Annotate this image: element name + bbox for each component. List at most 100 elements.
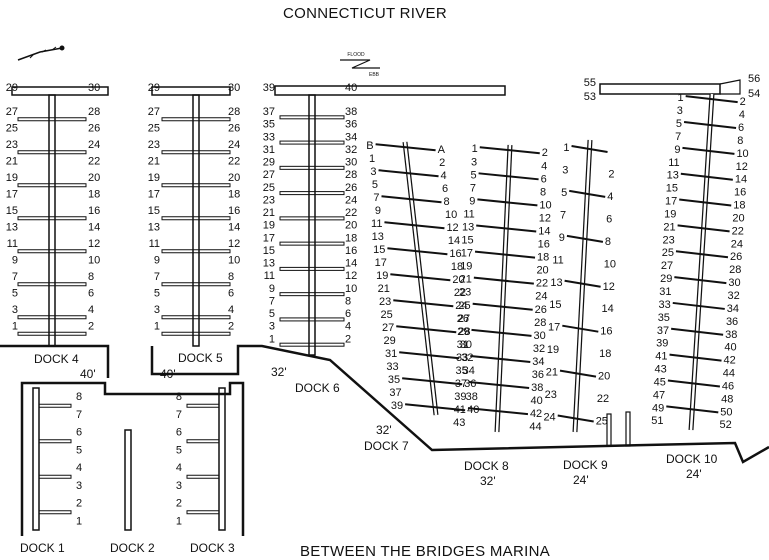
finger-pier [279,266,345,271]
dock6-depth: 32' [271,365,287,379]
finger-pier [17,216,87,221]
slip-number: 9 [154,255,160,267]
slip-number: 20 [536,265,548,277]
slip-number: 8 [737,135,743,147]
slip-number: 46 [722,380,734,392]
finger-pier [393,299,454,308]
finger-pier [674,276,727,285]
slip-number: 14 [228,222,240,234]
slip-number: 11 [149,238,160,250]
slip-number: 6 [442,183,448,195]
dock1-label: DOCK 1 [20,541,65,555]
slip-number: 22 [228,156,240,168]
slip-number: 19 [376,270,388,282]
slip-number: 53 [584,91,596,103]
slip-number: 11 [552,254,563,266]
dock9-stub-2 [625,411,631,447]
finger-pier [375,143,436,152]
slip-number: 47 [653,389,665,401]
finger-pier [399,351,460,360]
dock9-stub-1 [606,413,612,447]
slip-number: 2 [228,321,234,333]
slip-number: 6 [345,308,351,320]
finger-pier [161,315,231,320]
slip-number: 38 [466,391,478,403]
finger-pier [677,224,730,233]
slip-number: 22 [597,393,609,405]
slip-number: 1 [563,142,569,154]
finger-pier [161,282,231,287]
dock10-depth: 24' [686,467,702,481]
slip-number: 7 [373,192,379,204]
dock9-pier-inner [573,139,592,433]
finger-pier [685,95,738,104]
slip-number: 28 [458,326,470,338]
finger-pier [17,117,87,122]
slip-number: 7 [154,271,160,283]
slip-number: 23 [459,287,471,299]
slip-number: 16 [734,187,746,199]
dock9-label: DOCK 9 [563,458,608,472]
slip-number: 4 [541,160,547,172]
slip-number: 20 [452,274,464,286]
slip-number: 34 [463,365,475,377]
slip-number: 22 [454,287,466,299]
slip-number: 2 [542,147,548,159]
slip-number: 1 [12,321,18,333]
finger-pier [161,150,231,155]
slip-number: 19 [664,208,676,220]
slip-number: 4 [441,170,447,182]
finger-pier [669,353,722,362]
slip-number: 9 [12,255,18,267]
slip-number: 24 [731,238,743,250]
finger-pier [396,325,457,334]
slip-number: 13 [263,258,275,270]
slip-number: 5 [154,288,160,300]
slip-number: 15 [461,235,473,247]
slip-number: 31 [385,348,397,360]
slip-number: 8 [176,391,182,403]
slip-number: 1 [154,321,160,333]
slip-number: 9 [469,195,475,207]
slip-number: 40 [724,342,736,354]
compass-sketch-icon [17,45,65,61]
slip-number: 14 [448,235,460,247]
slip-number: 18 [88,189,100,201]
slip-number: 13 [550,277,562,289]
finger-pier [279,216,345,221]
slip-number: 30 [460,339,472,351]
finger-pier [279,140,345,145]
finger-pier [683,121,737,130]
slip-number: 15 [666,183,678,195]
finger-pier [675,250,729,259]
slip-number: 23 [263,194,275,206]
finger-pier [680,172,733,181]
slip-number: 33 [456,352,468,364]
slip-number: 23 [545,389,557,401]
slip-number: 24 [228,139,240,151]
slip-number: 1 [678,92,684,104]
slip-number: 12 [345,270,357,282]
slip-number: 6 [76,426,82,438]
slip-number: 42 [530,408,542,420]
finger-pier [161,331,231,336]
slip-number: 4 [607,191,613,203]
dock7-pier-inner [403,141,438,416]
finger-pier [186,439,220,444]
finger-pier [38,474,72,479]
slip-number: 16 [228,205,240,217]
slip-number: 25 [662,247,674,259]
slip-number: 16 [88,205,100,217]
finger-pier [17,282,87,287]
slip-number: 37 [263,106,275,118]
slip-number: 4 [228,304,234,316]
finger-pier [672,301,725,310]
slip-number: 4 [176,462,182,474]
finger-pier [38,403,72,408]
slip-number: 8 [443,196,449,208]
finger-pier [571,144,608,153]
slip-number: 40 [467,404,479,416]
slip-number: 2 [88,321,94,333]
slip-number: 12 [539,212,551,224]
finger-pier [569,189,606,198]
